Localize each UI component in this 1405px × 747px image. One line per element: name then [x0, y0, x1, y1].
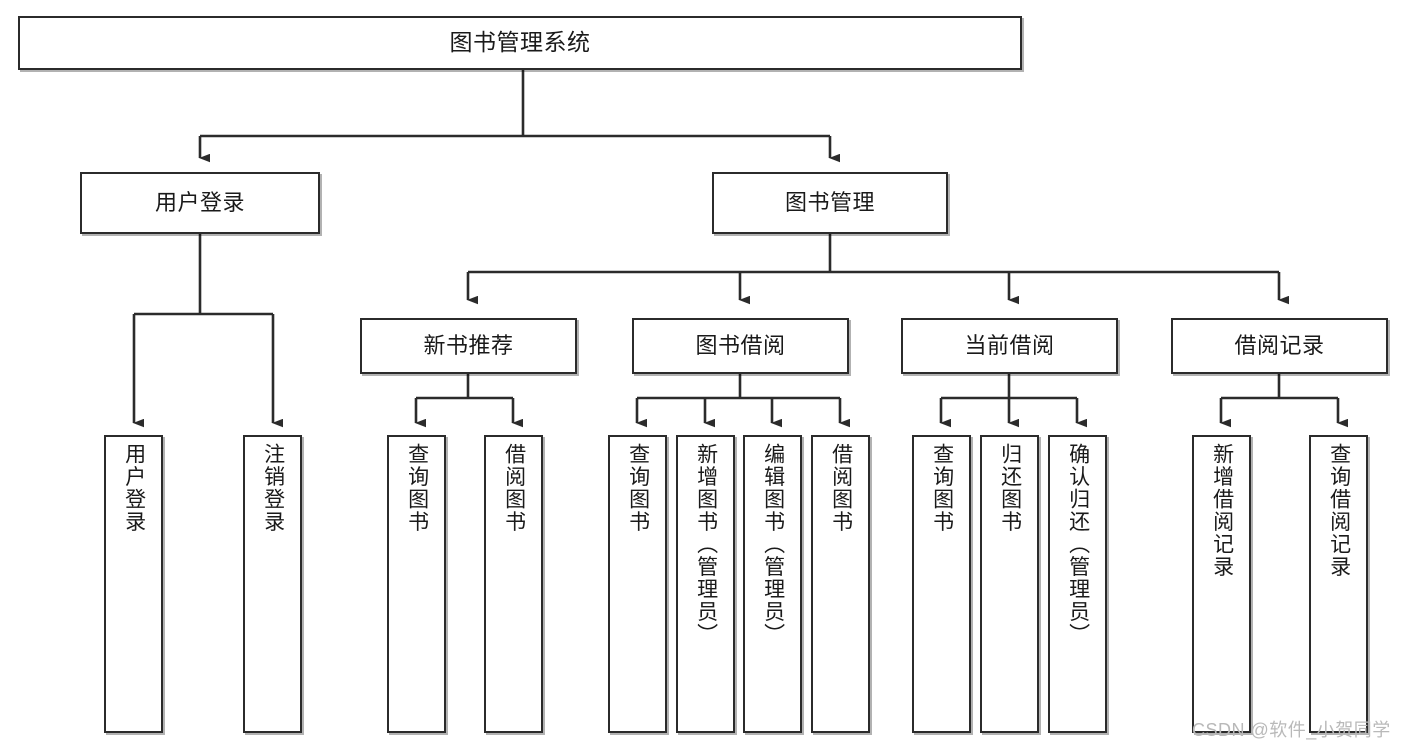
node-leaf-query-record-label: 查询借阅记录	[1327, 443, 1351, 578]
node-leaf-query-book-2[interactable]: 查询图书	[608, 435, 667, 733]
node-leaf-add-book-label: 新增图书（管理员）	[694, 443, 718, 646]
node-leaf-query-book-1[interactable]: 查询图书	[387, 435, 446, 733]
node-book-manage-label: 图书管理	[784, 190, 875, 216]
node-leaf-logout[interactable]: 注销登录	[243, 435, 302, 733]
node-leaf-add-book[interactable]: 新增图书（管理员）	[676, 435, 735, 733]
node-leaf-edit-book[interactable]: 编辑图书（管理员）	[743, 435, 802, 733]
node-leaf-query-book-3[interactable]: 查询图书	[912, 435, 971, 733]
node-leaf-query-book-1-label: 查询图书	[405, 443, 429, 533]
node-book-borrow[interactable]: 图书借阅	[632, 318, 849, 374]
node-borrow-record[interactable]: 借阅记录	[1171, 318, 1388, 374]
node-user-login-label: 用户登录	[154, 190, 245, 216]
node-leaf-add-record-label: 新增借阅记录	[1210, 443, 1234, 578]
watermark: CSDN @软件_小贺同学	[1192, 720, 1391, 740]
node-borrow-record-label: 借阅记录	[1234, 333, 1325, 359]
node-leaf-logout-label: 注销登录	[261, 443, 285, 533]
node-leaf-edit-book-label: 编辑图书（管理员）	[761, 443, 785, 646]
node-root[interactable]: 图书管理系统	[18, 16, 1022, 70]
node-new-book-recommend[interactable]: 新书推荐	[360, 318, 577, 374]
node-leaf-borrow-book-1[interactable]: 借阅图书	[484, 435, 543, 733]
node-user-login[interactable]: 用户登录	[80, 172, 320, 234]
node-leaf-return-book-label: 归还图书	[998, 443, 1022, 533]
node-leaf-borrow-book-1-label: 借阅图书	[502, 443, 526, 533]
node-book-manage[interactable]: 图书管理	[712, 172, 948, 234]
node-new-book-recommend-label: 新书推荐	[423, 333, 514, 359]
node-leaf-query-book-2-label: 查询图书	[626, 443, 650, 533]
node-leaf-return-book[interactable]: 归还图书	[980, 435, 1039, 733]
node-leaf-add-record[interactable]: 新增借阅记录	[1192, 435, 1251, 733]
node-leaf-borrow-book-2[interactable]: 借阅图书	[811, 435, 870, 733]
node-leaf-query-record[interactable]: 查询借阅记录	[1309, 435, 1368, 733]
node-root-label: 图书管理系统	[449, 29, 591, 56]
node-leaf-confirm-return[interactable]: 确认归还（管理员）	[1048, 435, 1107, 733]
node-leaf-user-login-label: 用户登录	[122, 443, 146, 533]
node-current-borrow[interactable]: 当前借阅	[901, 318, 1118, 374]
node-leaf-borrow-book-2-label: 借阅图书	[829, 443, 853, 533]
node-leaf-query-book-3-label: 查询图书	[930, 443, 954, 533]
node-book-borrow-label: 图书借阅	[695, 333, 786, 359]
node-leaf-user-login[interactable]: 用户登录	[104, 435, 163, 733]
node-leaf-confirm-return-label: 确认归还（管理员）	[1066, 443, 1090, 646]
node-current-borrow-label: 当前借阅	[964, 333, 1055, 359]
